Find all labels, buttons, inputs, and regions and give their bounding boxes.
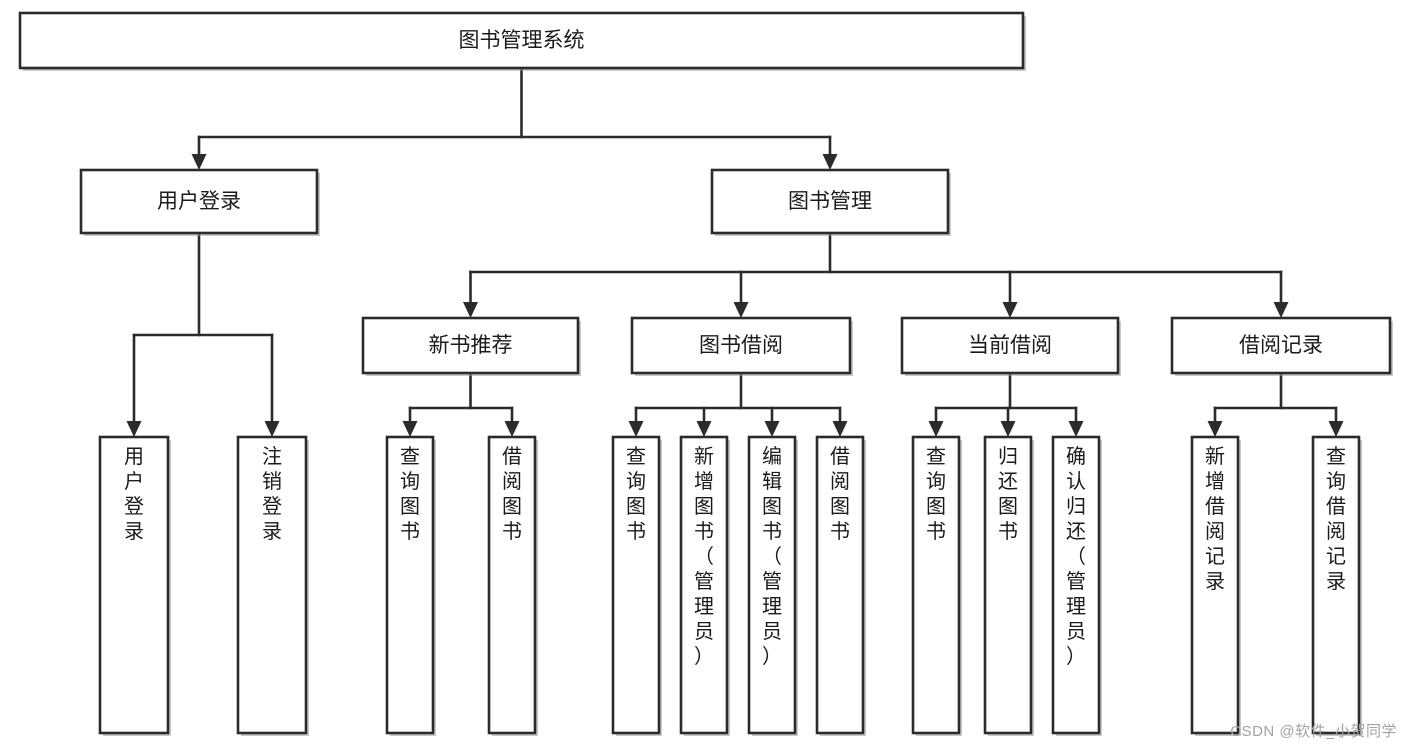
node-label: 查询图书 [926,445,946,543]
arrow-head-icon [764,421,780,437]
node-图书管理系统[interactable]: 图书管理系统 [18,11,1026,71]
node-label: 用户登录 [157,190,241,213]
node-新增图书管理员[interactable]: 新增图书（管理员） [679,435,730,736]
box-outline [361,316,580,375]
node-label: 图书管理系统 [459,29,585,52]
csdn-watermark: CSDN @软件_小贺同学 [1230,723,1397,740]
node-图书管理[interactable]: 图书管理 [710,168,951,236]
box-outline [611,435,661,735]
arrow-head-icon [1273,302,1289,318]
node-label: 借阅图书 [502,445,522,543]
arrow-head-icon [264,421,280,437]
arrow-head-icon [928,421,944,437]
node-当前借阅[interactable]: 当前借阅 [900,316,1121,376]
box-outline [679,435,729,735]
box-outline [900,316,1120,375]
node-label: 借阅图书 [830,445,850,543]
arrow-head-icon [1002,302,1018,318]
arrow-head-icon [1000,421,1016,437]
box-outline [815,435,865,735]
box-outline [710,168,950,235]
arrow-head-icon [822,154,838,170]
box-outline [79,168,319,235]
node-查询图书[interactable]: 查询图书 [385,435,436,736]
node-label: 新增图书（管理员） [694,445,714,668]
node-label: 查询借阅记录 [1326,445,1346,593]
box-outline [98,435,170,735]
node-label: 查询图书 [626,445,646,543]
arrow-head-icon [1068,421,1084,437]
box-outline [385,435,435,735]
arrow-head-icon [463,302,478,318]
node-label: 借阅记录 [1239,334,1323,357]
box-outline [630,316,852,375]
node-注销登录[interactable]: 注销登录 [236,435,309,736]
box-outline [911,435,961,735]
node-label: 用户登录 [124,446,144,543]
node-归还图书[interactable]: 归还图书 [983,435,1034,736]
node-查询借阅记录[interactable]: 查询借阅记录 [1311,435,1362,736]
node-用户登录[interactable]: 用户登录 [98,435,171,736]
node-查询图书[interactable]: 查询图书 [911,435,962,736]
node-label: 新增借阅记录 [1205,445,1225,593]
box-outline [983,435,1033,735]
node-label: 注销登录 [262,445,282,543]
arrow-head-icon [402,421,418,437]
node-label: 新书推荐 [429,334,513,357]
node-label: 确认归还（管理员） [1066,445,1086,668]
node-label: 图书管理 [788,190,872,213]
node-用户登录[interactable]: 用户登录 [79,168,320,236]
node-新增借阅记录[interactable]: 新增借阅记录 [1190,435,1241,736]
node-编辑图书管理员[interactable]: 编辑图书（管理员） [747,435,798,736]
box-outline [487,435,537,735]
node-label: 图书借阅 [699,334,783,357]
node-label: 归还图书 [998,445,1018,543]
node-借阅记录[interactable]: 借阅记录 [1170,316,1393,376]
arrow-head-icon [504,421,520,437]
box-outline [1190,435,1240,735]
box-outline [1170,316,1392,375]
box-outline [236,435,308,735]
box-outline [1051,435,1101,735]
arrow-head-icon [832,421,848,437]
box-outline [747,435,797,735]
arrow-head-icon [1207,421,1223,437]
arrow-head-icon [1328,421,1344,437]
node-借阅图书[interactable]: 借阅图书 [487,435,538,736]
arrow-head-icon [733,302,749,318]
node-图书借阅[interactable]: 图书借阅 [630,316,853,376]
node-借阅图书[interactable]: 借阅图书 [815,435,866,736]
arrow-head-icon [191,154,207,170]
node-label: 当前借阅 [968,334,1052,357]
arrow-head-icon [696,421,712,437]
node-查询图书[interactable]: 查询图书 [611,435,662,736]
node-label: 编辑图书（管理员） [762,445,782,668]
arrow-head-icon [628,421,644,437]
node-label: 查询图书 [400,445,420,543]
node-确认归还管理员[interactable]: 确认归还（管理员） [1051,435,1102,736]
box-outline [1311,435,1361,735]
node-新书推荐[interactable]: 新书推荐 [361,316,581,376]
arrow-head-icon [126,421,142,437]
box-outline [18,11,1025,70]
